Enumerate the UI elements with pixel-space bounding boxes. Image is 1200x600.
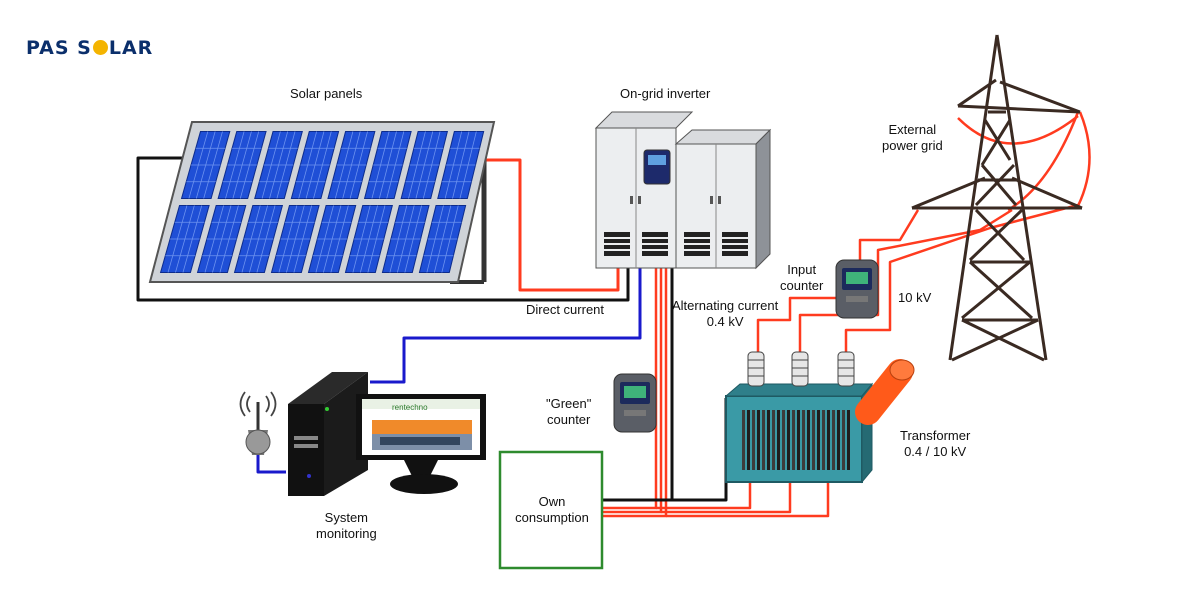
dc-positive-wire	[484, 158, 620, 292]
input-counter-label: Input counter	[780, 262, 823, 294]
transformer-label: Transformer 0.4 / 10 kV	[900, 428, 970, 460]
green-counter-line1: "Green"	[546, 396, 592, 411]
solar-panels-label: Solar panels	[290, 86, 363, 101]
transformer-fin	[747, 410, 750, 470]
transformer-fin	[787, 410, 790, 470]
external-grid-label: External power grid	[882, 122, 943, 154]
voltage-10kv-label: 10 kV	[898, 290, 932, 305]
own-consumption-line2: consumption	[515, 510, 589, 525]
system-monitoring-label: System monitoring	[316, 510, 377, 542]
external-grid-line2: power grid	[882, 138, 943, 153]
transformer-fin	[822, 410, 825, 470]
input-counter-meter	[835, 259, 879, 319]
transformer-ground-wire	[672, 398, 728, 502]
alternating-current-label: Alternating current 0.4 kV	[672, 298, 778, 330]
alternating-current-line2: 0.4 kV	[706, 314, 744, 329]
inverter	[594, 111, 772, 270]
system-monitoring-line1: System	[324, 510, 369, 525]
transformer-fin	[757, 410, 760, 470]
sun-icon	[92, 40, 108, 55]
transmission-tower	[911, 34, 1083, 362]
transformer-fin	[817, 410, 820, 470]
green-counter-label: "Green" counter	[546, 396, 591, 428]
panel-cells	[159, 131, 485, 273]
transformer-fin	[782, 410, 785, 470]
transformer-fin	[807, 410, 810, 470]
dc-negative-wire	[136, 156, 630, 302]
transformer-fin	[827, 410, 830, 470]
transformer-line2: 0.4 / 10 kV	[904, 444, 967, 459]
solar-panel-array	[148, 121, 496, 284]
system-monitoring-line2: monitoring	[316, 526, 377, 541]
logo-text-part2: LAR	[108, 37, 154, 59]
antenna-signal-wire	[256, 455, 286, 474]
alternating-current-line1: Alternating current	[672, 298, 779, 313]
transformer-fin	[802, 410, 805, 470]
own-consumption-box	[498, 450, 604, 570]
bushings	[747, 351, 855, 387]
green-counter-meter	[613, 373, 657, 433]
transformer-fin	[742, 410, 745, 470]
input-counter-line1: Input	[787, 262, 817, 277]
transformer-fin	[772, 410, 775, 470]
logo-text-part1: PAS S	[26, 37, 92, 59]
green-counter-line2: counter	[547, 412, 591, 427]
own-consumption-label: Own consumption	[502, 494, 602, 526]
external-grid-line1: External	[888, 122, 937, 137]
transformer-fin	[752, 410, 755, 470]
transformer-line1: Transformer	[900, 428, 971, 443]
transformer-fins	[742, 410, 850, 470]
transformer-fin	[797, 410, 800, 470]
own-consumption-line1: Own	[538, 494, 566, 509]
transformer-fin	[837, 410, 840, 470]
transformer-fin	[767, 410, 770, 470]
direct-current-label: Direct current	[526, 302, 605, 317]
transformer-fin	[847, 410, 850, 470]
antenna-icon	[239, 391, 277, 455]
brand-logo: PAS S LAR	[26, 37, 153, 59]
monitoring-signal-wire	[370, 268, 642, 384]
monitor-brand-text: rentechno	[392, 403, 428, 412]
transformer-fin	[792, 410, 795, 470]
transformer-fin	[832, 410, 835, 470]
transformer-fin	[762, 410, 765, 470]
conservator-tank	[855, 359, 915, 425]
transformer	[724, 351, 915, 484]
monitoring-computer	[288, 372, 486, 496]
transformer-fin	[812, 410, 815, 470]
transformer-fin	[842, 410, 845, 470]
transformer-fin	[777, 410, 780, 470]
inverter-label: On-grid inverter	[620, 86, 711, 101]
input-counter-line2: counter	[780, 278, 824, 293]
